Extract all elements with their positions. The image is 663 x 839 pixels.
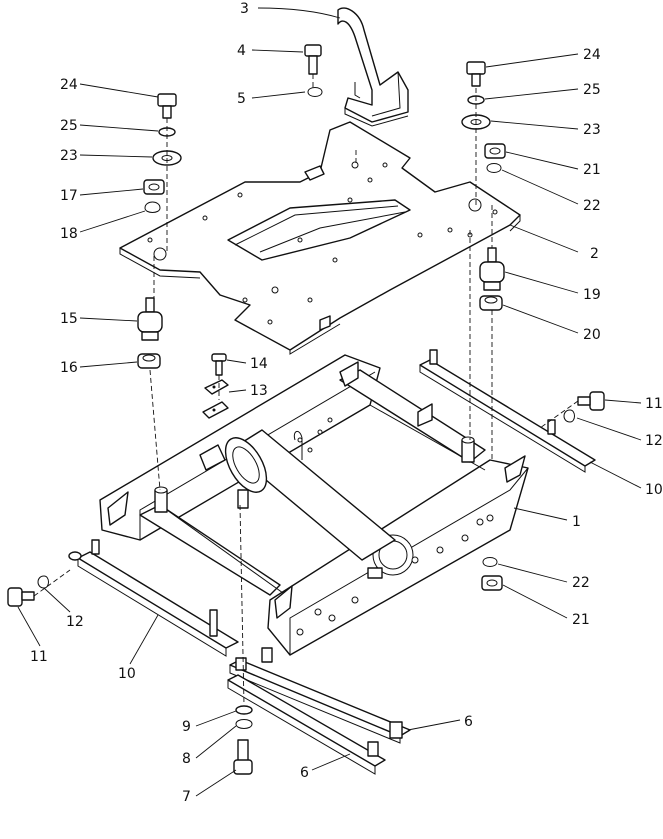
callout-18: 18: [60, 226, 78, 242]
callout-10-left: 10: [118, 666, 136, 682]
leader-lines: [17, 7, 642, 797]
callout-11-right: 11: [645, 396, 663, 412]
callout-6-right: 6: [464, 714, 473, 730]
bolt-11-right: [577, 391, 605, 411]
callout-6-left: 6: [300, 765, 309, 781]
spacer-20: [479, 295, 503, 311]
mount-19: [479, 247, 505, 291]
callout-10-right: 10: [645, 482, 663, 498]
bolt-24-left: [157, 93, 177, 119]
callout-labels: 3 4 5 24 25 23 17 18 24 25 23 21 22 2 19…: [30, 1, 663, 805]
callout-19: 19: [583, 287, 601, 303]
callout-3: 3: [240, 1, 249, 17]
callout-7: 7: [182, 789, 191, 805]
callout-25-right: 25: [583, 82, 601, 98]
callout-4: 4: [237, 43, 246, 59]
rail-back: [227, 657, 386, 775]
callout-23-left: 23: [60, 148, 78, 164]
mounting-plate: [119, 121, 521, 355]
clip-13: [202, 379, 229, 419]
bracket: [337, 7, 409, 127]
center-lines: [33, 74, 579, 706]
callout-14: 14: [250, 356, 268, 372]
washer-18: [144, 201, 161, 213]
callout-11-left: 11: [30, 649, 48, 665]
bolt-4: [304, 44, 322, 75]
rail-right: [419, 349, 596, 473]
spacer-16: [137, 353, 161, 369]
washer-12-right: [563, 409, 575, 423]
callout-17: 17: [60, 188, 78, 204]
callout-24-left: 24: [60, 77, 78, 93]
callout-16: 16: [60, 360, 78, 376]
washer-8: [235, 719, 253, 729]
bolt-7: [233, 739, 253, 775]
screw-14: [211, 353, 227, 376]
callout-15: 15: [60, 311, 78, 327]
washer-22-top: [486, 163, 502, 173]
callout-21-top: 21: [583, 162, 601, 178]
callout-22-top: 22: [583, 198, 601, 214]
washer-9: [235, 705, 253, 715]
mount-15: [137, 297, 163, 341]
callout-22-bottom: 22: [572, 575, 590, 591]
rail-left: [68, 539, 239, 657]
bolt-11-left: [7, 587, 35, 607]
callout-24-right: 24: [583, 47, 601, 63]
callout-21-bottom: 21: [572, 612, 590, 628]
callout-2: 2: [590, 246, 599, 262]
nut-17: [143, 179, 165, 195]
callout-20: 20: [583, 327, 601, 343]
callout-13: 13: [250, 383, 268, 399]
nut-21-bottom: [481, 575, 503, 591]
washer-22-bottom: [482, 557, 498, 567]
nut-21-top: [484, 143, 506, 159]
callout-5: 5: [237, 91, 246, 107]
callout-9: 9: [182, 719, 191, 735]
callout-12-left: 12: [66, 614, 84, 630]
cylinder: [199, 429, 396, 561]
callout-12-right: 12: [645, 433, 663, 449]
callout-23-right: 23: [583, 122, 601, 138]
callout-1: 1: [572, 514, 581, 530]
main-frame: [99, 354, 529, 656]
callout-8: 8: [182, 751, 191, 767]
callout-25-left: 25: [60, 118, 78, 134]
bolt-24-right: [466, 61, 486, 87]
washer-5: [307, 87, 323, 97]
